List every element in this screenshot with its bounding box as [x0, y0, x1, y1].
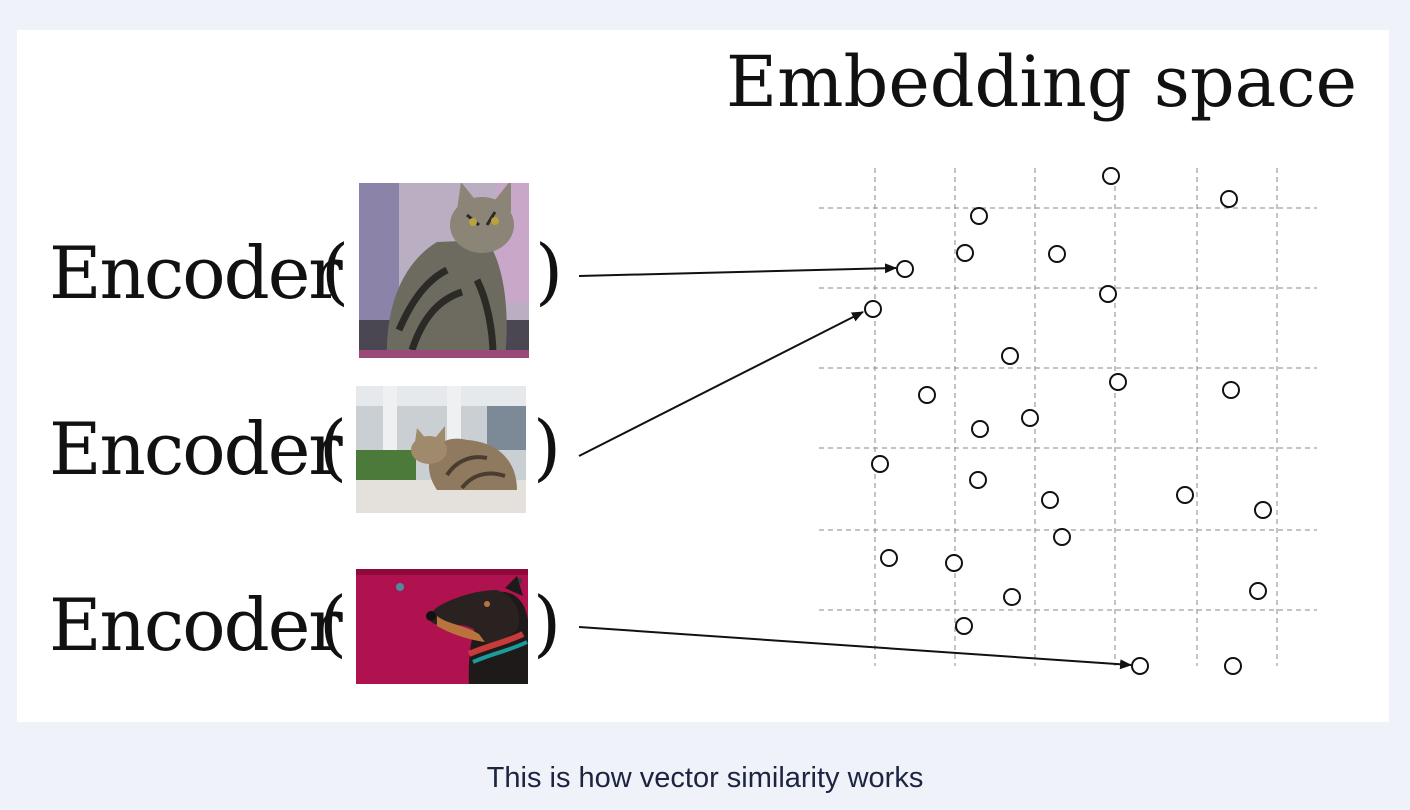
encoder-label-2: Encoder	[49, 407, 343, 491]
embedding-point-14	[971, 420, 989, 438]
embedding-point-1	[1102, 167, 1120, 185]
embedding-point-23	[1249, 582, 1267, 600]
open-paren-1: (	[321, 229, 349, 313]
encoder-row-2: Encoder ( )	[49, 405, 561, 491]
open-paren-2: (	[319, 405, 347, 489]
embedding-point-13	[1021, 409, 1039, 427]
encoder-row-3: Encoder ( )	[49, 581, 561, 667]
embedding-point-15	[871, 455, 889, 473]
embedding-point-24	[1003, 588, 1021, 606]
embedding-point-3	[970, 207, 988, 225]
embedding-point-22	[945, 554, 963, 572]
embedding-point-10	[1109, 373, 1127, 391]
arrow-2	[578, 311, 864, 457]
embedding-point-25	[955, 617, 973, 635]
embedding-point-20	[1053, 528, 1071, 546]
cat-grooming-photo	[356, 386, 526, 513]
encoder-label-3: Encoder	[49, 583, 343, 667]
embedding-point-16	[969, 471, 987, 489]
arrow-1	[578, 263, 897, 277]
dog-profile-photo	[356, 569, 528, 684]
embedding-point-17	[1041, 491, 1059, 509]
embedding-points	[864, 167, 1272, 675]
embedding-point-21	[880, 549, 898, 567]
arrow-3	[578, 626, 1132, 670]
embedding-point-4	[956, 244, 974, 262]
embedding-point-2	[1220, 190, 1238, 208]
embedding-point-11	[918, 386, 936, 404]
embedding-point-8	[864, 300, 882, 318]
close-paren-1: )	[535, 229, 563, 313]
embedding-point-19	[1254, 501, 1272, 519]
tabby-cat-sitting-photo	[359, 183, 529, 358]
encoder-row-1: Encoder ( )	[49, 229, 563, 315]
embedding-point-18	[1176, 486, 1194, 504]
embedding-diagram: Embedding space Encoder ( ) Encoder ( ) …	[49, 41, 1357, 684]
caption: This is how vector similarity works	[486, 762, 924, 794]
close-paren-3: )	[533, 581, 561, 665]
embedding-point-27	[1224, 657, 1242, 675]
embedding-point-9	[1001, 347, 1019, 365]
figure-card: Embedding space Encoder ( ) Encoder ( ) …	[17, 30, 1389, 722]
diagram-title: Embedding space	[726, 41, 1357, 123]
arrows	[578, 263, 1132, 670]
embedding-point-12	[1222, 381, 1240, 399]
embedding-point-6	[896, 260, 914, 278]
encoder-label-1: Encoder	[49, 231, 343, 315]
embedding-grid	[819, 168, 1317, 666]
open-paren-3: (	[319, 581, 347, 665]
embedding-point-7	[1099, 285, 1117, 303]
embedding-point-5	[1048, 245, 1066, 263]
close-paren-2: )	[533, 405, 561, 489]
embedding-point-26	[1131, 657, 1149, 675]
